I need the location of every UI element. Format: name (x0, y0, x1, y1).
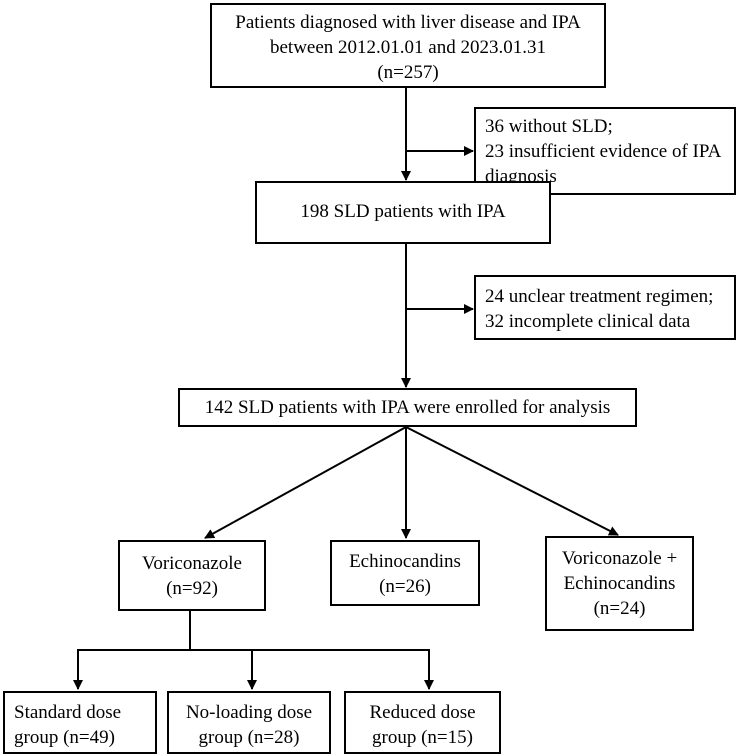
standard-dose-box: Standard dose group (n=49) (3, 691, 157, 754)
exclusion-1-box: 36 without SLD; 23 insufficient evidence… (474, 107, 736, 195)
exclusion-2-line-1: 24 unclear treatment regimen; (485, 286, 714, 307)
arrow-to-combination (405, 426, 619, 536)
combination-count: (n=24) (593, 598, 646, 619)
initial-line-1: Patients diagnosed with liver disease an… (235, 12, 581, 33)
echinocandins-box: Echinocandins (n=26) (330, 540, 480, 606)
voriconazole-label: Voriconazole (142, 553, 242, 574)
enrolled-label: 142 SLD patients with IPA were enrolled … (204, 397, 611, 418)
reduced-dose-box: Reduced dose group (n=15) (344, 691, 501, 754)
initial-patients-box: Patients diagnosed with liver disease an… (210, 3, 606, 88)
voriconazole-box: Voriconazole (n=92) (118, 540, 266, 611)
initial-line-3: (n=257) (377, 62, 439, 83)
echinocandins-count: (n=26) (379, 576, 431, 597)
exclusion-1-line-2: 23 insufficient evidence of IPA (485, 141, 722, 162)
voriconazole-count: (n=92) (166, 578, 218, 599)
combination-line-2: Echinocandins (563, 573, 676, 594)
sld-ipa-label: 198 SLD patients with IPA (300, 201, 506, 222)
reduced-dose-line-2: group (n=15) (372, 727, 473, 748)
reduced-dose-line-1: Reduced dose (369, 702, 476, 723)
arrow-to-voriconazole (204, 426, 407, 539)
no-loading-dose-box: No-loading dose group (n=28) (167, 691, 331, 754)
combination-box: Voriconazole + Echinocandins (n=24) (545, 536, 694, 631)
no-loading-dose-line-1: No-loading dose (185, 702, 313, 723)
standard-dose-line-1: Standard dose (14, 702, 122, 723)
no-loading-dose-line-2: group (n=28) (198, 727, 300, 748)
exclusion-2-line-2: 32 incomplete clinical data (485, 311, 691, 332)
combination-line-1: Voriconazole + (561, 548, 678, 569)
exclusion-1-line-1: 36 without SLD; (485, 116, 613, 137)
enrolled-box: 142 SLD patients with IPA were enrolled … (178, 388, 637, 427)
exclusion-2-box: 24 unclear treatment regimen; 32 incompl… (474, 275, 736, 340)
sld-ipa-box: 198 SLD patients with IPA (255, 181, 551, 244)
echinocandins-label: Echinocandins (349, 551, 461, 572)
standard-dose-line-2: group (n=49) (14, 727, 115, 748)
initial-line-2: between 2012.01.01 and 2023.01.31 (270, 37, 546, 58)
